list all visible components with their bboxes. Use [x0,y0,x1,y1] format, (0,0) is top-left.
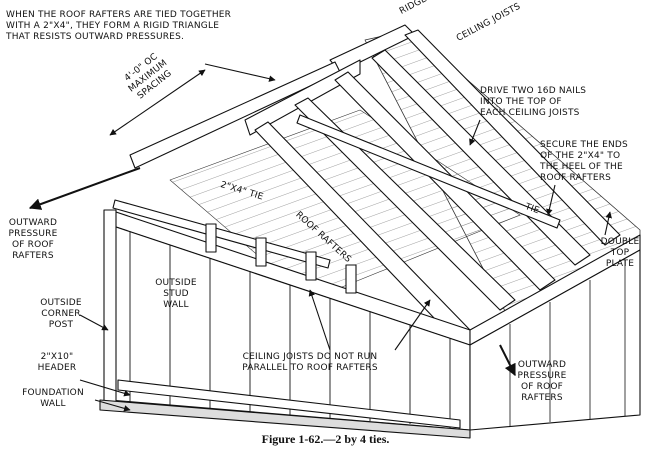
roof-rafters-right [254,29,621,341]
label-outward-right: OUTWARD PRESSURE OF ROOF RAFTERS [517,360,567,403]
figure-caption: Figure 1-62.—2 by 4 ties. [261,432,390,446]
label-outward-left: OUTWARD PRESSURE OF ROOF RAFTERS [8,218,58,261]
label-header: 2"X10" HEADER [37,352,77,373]
label-double-top-plate: DOUBLE TOP PLATE [600,237,640,269]
header [117,379,461,429]
label-outside-stud-wall: OUTSIDE STUD WALL [155,278,197,310]
outward-right-arrow [499,344,516,377]
label-foundation-wall: FOUNDATION WALL [22,388,84,409]
label-drive-nails: DRIVE TWO 16d NAILS INTO THE TOP OF EACH… [480,86,587,118]
label-secure-ends: SECURE THE ENDS OF THE 2"X4" TO THE HEEL… [540,140,628,183]
label-outside-corner-post: OUTSIDE CORNER POST [40,298,82,330]
outward-left-arrow [28,167,141,210]
joist-ends [205,223,357,294]
wall-studs [129,232,451,428]
tie-right [296,114,561,229]
intro-note: WHEN THE ROOF RAFTERS ARE TIED TOGETHER … [6,10,232,42]
corner-post [103,209,117,403]
foundation [99,399,471,439]
roof-rafters-left [129,59,361,169]
label-ceiling-not-parallel: CEILING JOISTS DO NOT RUN PARALLEL TO RO… [242,352,378,373]
spacing-dim-line [109,69,206,136]
right-wall [469,249,641,431]
